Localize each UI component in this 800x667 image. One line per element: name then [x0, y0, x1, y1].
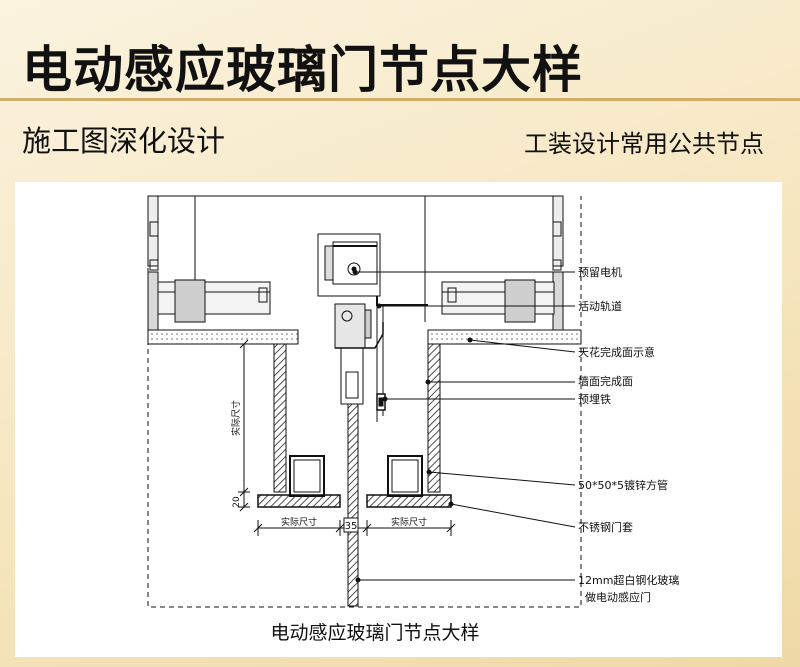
motor-shaft	[347, 262, 361, 276]
callout-square-tube: 50*50*5镀锌方管	[578, 478, 668, 492]
drawing-caption: 电动感应玻璃门节点大样	[270, 622, 479, 644]
subtitle-category: 工装设计常用公共节点	[524, 130, 764, 158]
dim-vertical-label: 实际尺寸	[230, 400, 242, 436]
callout-ceiling: 天花完成面示意	[578, 345, 655, 359]
dim-bottom-value: 20	[232, 496, 242, 508]
main-channel-right	[441, 281, 555, 315]
ceiling-board-right	[427, 329, 582, 345]
callout-wall: 墙面完成面	[578, 374, 633, 388]
glass-door	[347, 403, 359, 607]
hanger-roller	[334, 303, 366, 349]
ceiling-board-left	[147, 329, 299, 345]
callout-motor: 预留电机	[578, 265, 622, 279]
callout-track: 活动轨道	[578, 299, 622, 313]
square-tube-left	[289, 455, 325, 497]
door-clamp	[340, 347, 364, 405]
door-detail-drawing: 实际尺寸 20 实际尺寸 35 实际尺寸 预留电机 活动轨道 天花完成面示意 墙…	[147, 195, 679, 644]
steel-cover-left	[257, 494, 341, 508]
track-bracket	[376, 296, 428, 306]
callout-embedded-iron: 预埋铁	[578, 393, 611, 406]
title-underline	[0, 98, 800, 101]
header-box	[317, 233, 381, 297]
leader-lines	[355, 271, 576, 581]
dim-left-width: 实际尺寸	[281, 516, 317, 528]
callout-glass-line2: 做电动感应门	[585, 590, 651, 604]
dim-glass-gap: 35	[345, 521, 358, 532]
page-title: 电动感应玻璃门节点大样	[22, 41, 583, 99]
drawing-panel: 实际尺寸 20 实际尺寸 35 实际尺寸 预留电机 活动轨道 天花完成面示意 墙…	[15, 182, 782, 657]
subtitle-construction: 施工图深化设计	[22, 124, 226, 158]
dim-right-width: 实际尺寸	[391, 516, 427, 528]
steel-cover-right	[366, 494, 452, 508]
wall-finish-right	[427, 343, 441, 493]
dimension-vertical	[238, 339, 250, 512]
ceiling-hanger-left	[147, 195, 159, 331]
wall-finish-left	[273, 343, 287, 493]
square-tube-right	[387, 455, 423, 497]
callout-steel-cover: 不锈钢门套	[578, 520, 633, 534]
callout-glass-line1: 12mm超白钢化玻璃	[578, 573, 679, 587]
